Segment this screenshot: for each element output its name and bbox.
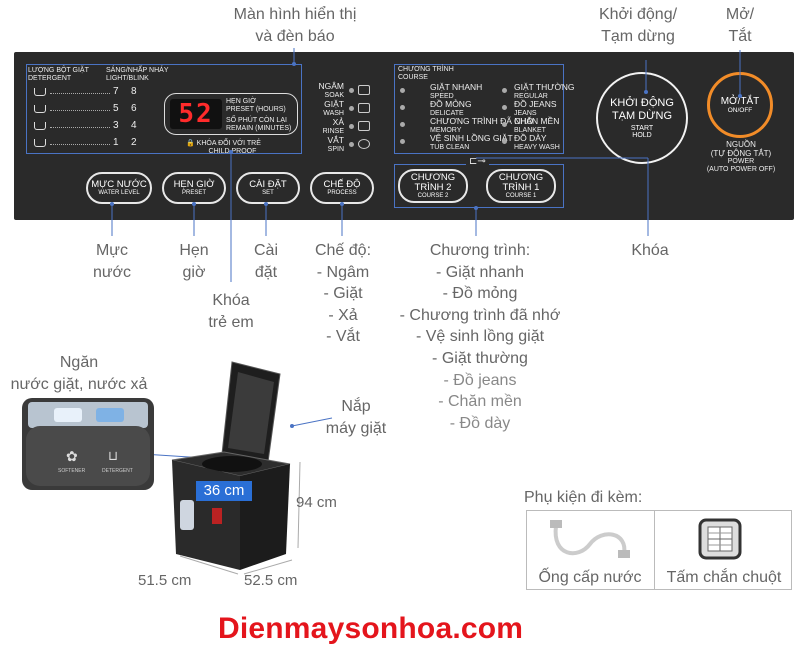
level-number: 2 [131, 137, 137, 148]
detergent-row: 5 6 [34, 103, 159, 120]
length-label: 52.5 cm [244, 572, 298, 589]
cup-icon [34, 88, 46, 96]
power-annotation: Mở/Tắt [725, 6, 755, 45]
mode-annotation: Chế độ:- Ngâm - Giặt- Xả- Vắt [314, 242, 372, 346]
softener-label: SOFTENER [58, 468, 86, 474]
detergent-row: 7 8 [34, 86, 159, 103]
key-lock-icon: ⊏⊸ [466, 156, 489, 168]
rodent-guard-icon [698, 518, 742, 560]
level-number: 6 [131, 103, 137, 114]
display-section [26, 64, 302, 154]
rinse-icon [358, 121, 370, 131]
led-digits: 52 [170, 99, 222, 129]
detergent-levels: 7 8 5 6 3 4 1 2 [34, 86, 159, 154]
softener-icon: ✿ [66, 448, 78, 464]
start-annotation: Khởi động/Tạm dừng [598, 6, 678, 45]
depth-label: 36 cm [196, 481, 252, 501]
cup-icon [34, 105, 46, 113]
cup-icon [34, 122, 46, 130]
lock-annotation: Khóa [631, 242, 669, 259]
spin-icon [358, 139, 370, 149]
height-label: 94 cm [296, 494, 337, 511]
soak-icon [358, 85, 370, 95]
level-number: 5 [113, 103, 119, 114]
detergent-label: DETERGENT [102, 468, 133, 474]
cup-icon [34, 139, 46, 147]
level-number: 1 [113, 137, 119, 148]
detergent-row: 1 2 [34, 137, 159, 154]
lock-icon: 🔒 [186, 140, 195, 147]
accessory-name: Ống cấp nước [538, 569, 642, 586]
course-section [394, 64, 564, 154]
level-number: 4 [131, 120, 137, 131]
hose-icon [550, 520, 630, 558]
level-number: 7 [113, 86, 119, 97]
level-number: 3 [113, 120, 119, 131]
accessories-title: Phụ kiện đi kèm: [524, 489, 643, 506]
start-hold-button[interactable]: KHỞI ĐỘNG TẠM DỪNG START HOLD [596, 72, 688, 164]
washing-machine-image [171, 361, 291, 570]
width-label: 51.5 cm [138, 572, 192, 589]
power-caption: NGUỒN (TỰ ĐỘNG TẮT) POWER (AUTO POWER OF… [706, 140, 776, 174]
brand-watermark: Dienmaysonhoa.com [218, 612, 524, 645]
detergent-drawer: ✿ ⊔ SOFTENER DETERGENT [22, 398, 154, 490]
accessories-box [526, 510, 792, 590]
accessory-name: Tấm chắn chuột [666, 569, 782, 586]
wash-icon [358, 103, 370, 113]
programs-annotation: Chương trình:- Giặt nhanh - Đồ mỏng- Chư… [399, 242, 561, 432]
led-display-frame [164, 93, 298, 135]
detergent-row: 3 4 [34, 120, 159, 137]
level-number: 8 [131, 86, 137, 97]
detergent-icon: ⊔ [108, 448, 119, 463]
